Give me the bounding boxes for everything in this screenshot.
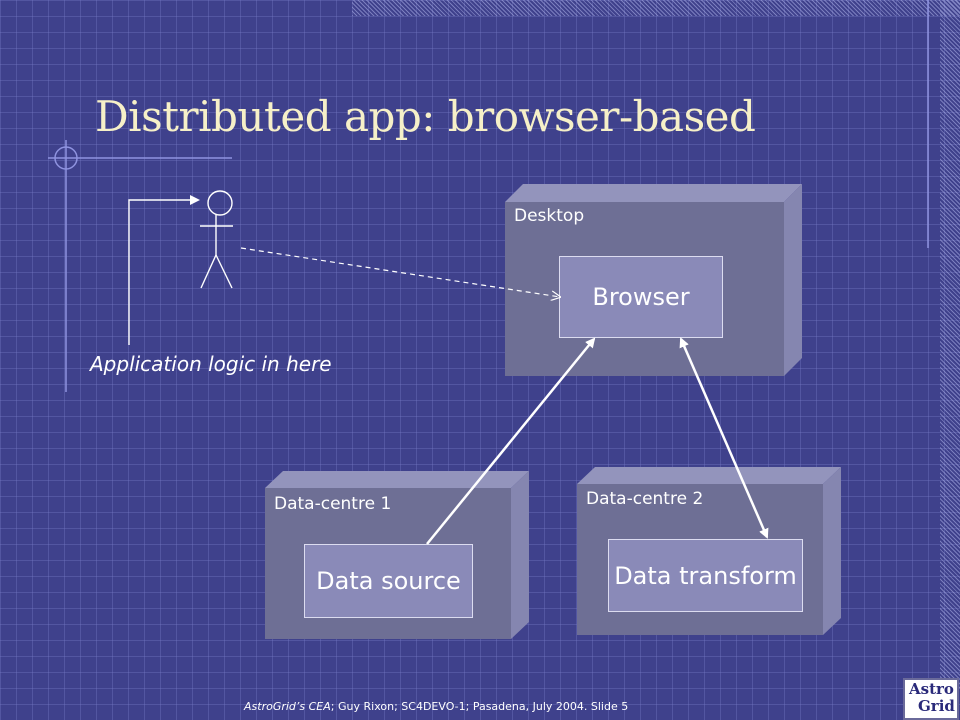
slide-footer: AstroGrid’s CEA; Guy Rixon; SC4DEVO-1; P… — [244, 700, 628, 713]
logo-line-2: Grid — [918, 697, 955, 715]
logo-line-1: Astro — [909, 680, 954, 698]
browser-component-label: Browser — [592, 283, 690, 311]
app-logic-arrow — [128, 195, 200, 345]
decorative-right-bar — [940, 0, 960, 690]
data-source-component: Data source — [304, 544, 473, 618]
application-logic-note: Application logic in here — [90, 352, 332, 376]
decorative-top-bar — [352, 0, 960, 16]
actor-icon — [200, 190, 233, 289]
astrogrid-logo: Astro Grid — [903, 678, 959, 720]
slide-title: Distributed app: browser-based — [95, 92, 756, 141]
data-transform-component-label: Data transform — [614, 561, 797, 590]
data-source-component-label: Data source — [316, 567, 461, 595]
footer-italic: AstroGrid’s CEA — [244, 700, 331, 713]
browser-transform-link — [679, 337, 769, 539]
data-transform-component: Data transform — [608, 539, 803, 612]
actor-browser-dashed-link — [240, 247, 560, 297]
desktop-node-label: Desktop — [514, 206, 585, 226]
footer-rest: ; Guy Rixon; SC4DEVO-1; Pasadena, July 2… — [330, 700, 629, 713]
source-browser-link — [426, 337, 596, 545]
data-centre-1-label: Data-centre 1 — [274, 494, 392, 514]
data-centre-2-label: Data-centre 2 — [586, 489, 704, 509]
